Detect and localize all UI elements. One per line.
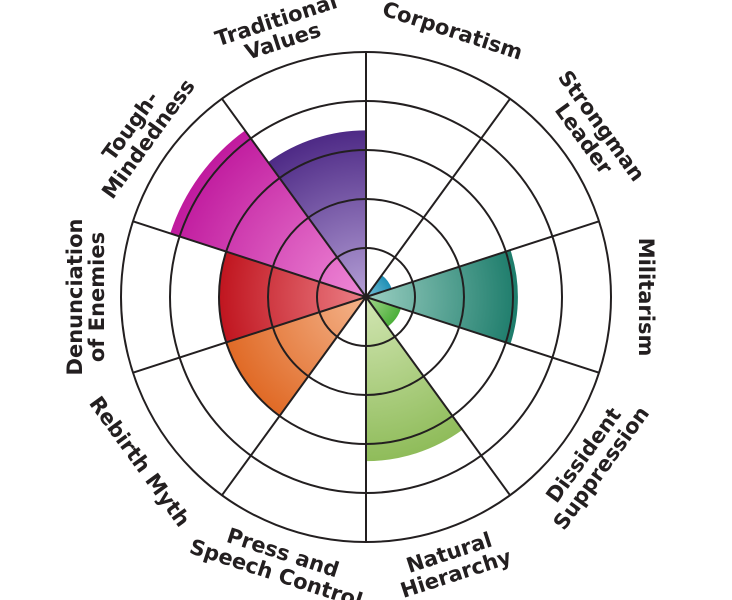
- category-label-militarism: Militarism: [634, 238, 658, 357]
- grid-spoke-10: [221, 98, 367, 298]
- grid-layer: [120, 51, 612, 543]
- grid-spoke-7: [221, 296, 367, 496]
- category-label-line: Militarism: [634, 238, 658, 357]
- grid-spoke-3: [365, 220, 600, 298]
- grid-spoke-2: [365, 98, 511, 298]
- category-label-dissident-suppression: DissidentSuppression: [531, 389, 654, 534]
- category-label-tough-mindedness: Tough-Mindedness: [79, 62, 199, 204]
- sector-tough-mindedness: [170, 130, 366, 297]
- sector-layer: [170, 130, 518, 462]
- grid-spoke-8: [132, 296, 367, 374]
- sector-dissident-suppression: [366, 297, 401, 327]
- category-label-traditional-values: TraditionalValues: [212, 0, 347, 72]
- grid-spoke-5: [365, 296, 511, 496]
- category-label-line: Rebirth Myth: [84, 392, 194, 531]
- sector-natural-hierarchy: [366, 297, 463, 462]
- category-label-strongman-leader: StrongmanLeader: [535, 66, 649, 199]
- category-label-line: of Enemies: [85, 232, 109, 362]
- category-label-line: Denunciation: [63, 219, 87, 376]
- sector-militarism: [366, 250, 518, 344]
- category-label-rebirth-myth: Rebirth Myth: [84, 392, 194, 531]
- category-label-denunciation-of-enemies: Denunciationof Enemies: [63, 219, 109, 376]
- sector-rebirth-myth: [226, 297, 366, 416]
- grid-spoke-4: [365, 296, 600, 374]
- grid-spoke-9: [132, 220, 367, 298]
- sector-strongman-leader: [366, 275, 392, 297]
- category-label-natural-hierarchy: NaturalHierarchy: [391, 524, 515, 600]
- sector-denunciation-of-enemies: [219, 251, 366, 343]
